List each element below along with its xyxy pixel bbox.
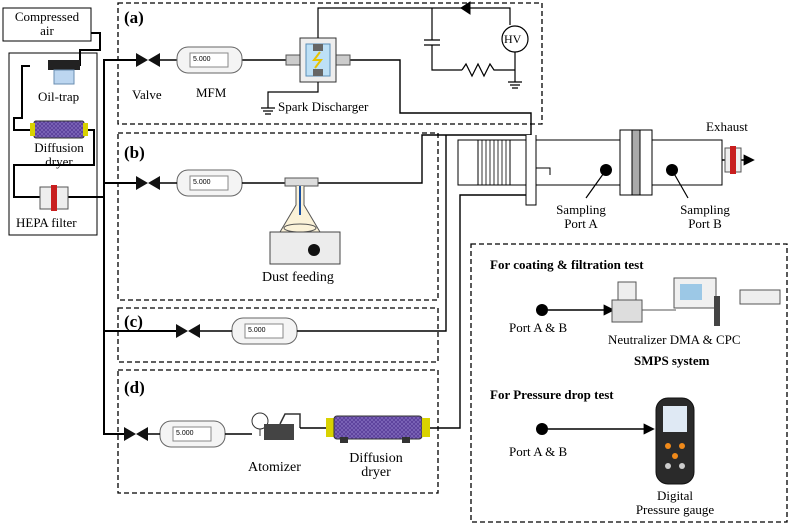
valve-a-icon bbox=[136, 53, 160, 67]
mfm-label: MFM bbox=[196, 85, 227, 100]
supply-dryer-icon bbox=[33, 120, 85, 139]
section-a-box bbox=[117, 2, 543, 125]
atomizer-icon bbox=[251, 412, 301, 440]
pressure-port-label: Port A & B bbox=[509, 444, 568, 459]
valve-d-icon bbox=[124, 427, 148, 441]
exhaust-label: Exhaust bbox=[706, 119, 748, 134]
section-c-letter: (c) bbox=[124, 312, 143, 331]
spark-discharger-icon bbox=[285, 37, 351, 83]
test-box bbox=[470, 243, 788, 523]
compressed-air-label: Compressed air bbox=[14, 9, 80, 38]
pressure-gauge-icon bbox=[655, 397, 695, 485]
valve-c-icon bbox=[176, 324, 200, 338]
port-b-label: Sampling Port B bbox=[680, 202, 730, 231]
dust-feeding-label: Dust feeding bbox=[262, 270, 334, 285]
section-a-letter: (a) bbox=[124, 8, 144, 27]
supply-box bbox=[8, 52, 98, 236]
coating-port-dot bbox=[536, 304, 548, 316]
mfm-b-icon bbox=[176, 169, 243, 197]
supply-dryer-label: Diffusion dryer bbox=[34, 140, 84, 169]
pressure-port-dot bbox=[536, 423, 548, 435]
compressed-air-box bbox=[2, 7, 92, 42]
oil-trap-label: Oil-trap bbox=[38, 89, 80, 104]
pressure-gauge-label: Digital Pressure gauge bbox=[635, 488, 715, 517]
section-d-letter: (d) bbox=[124, 378, 145, 397]
coating-port-label: Port A & B bbox=[509, 320, 568, 335]
hepa-filter-label: HEPA filter bbox=[16, 215, 77, 230]
section-b-letter: (b) bbox=[124, 143, 145, 162]
diode-icon bbox=[460, 1, 471, 15]
main-duct bbox=[457, 129, 723, 196]
exhaust-filter-icon bbox=[724, 146, 742, 174]
mfm-c-display: 5.000 bbox=[248, 327, 266, 334]
section-b-box bbox=[117, 132, 439, 301]
spark-discharger-label: Spark Discharger bbox=[278, 99, 369, 114]
diffusion-dryer-d-label: Diffusion dryer bbox=[349, 451, 403, 480]
atomizer-label: Atomizer bbox=[248, 460, 301, 475]
port-a-label: Sampling Port A bbox=[556, 202, 606, 231]
section-d-box bbox=[117, 369, 439, 494]
smps-instruments-icon bbox=[611, 277, 781, 326]
oil-trap-icon bbox=[48, 60, 80, 70]
mfm-c-icon bbox=[231, 317, 298, 345]
mfm-d-display: 5.000 bbox=[176, 430, 194, 437]
hv-source-icon bbox=[501, 25, 529, 53]
pressure-test-title: For Pressure drop test bbox=[490, 387, 614, 402]
dust-feeder-icon bbox=[269, 177, 341, 265]
hv-label: HV bbox=[504, 32, 522, 46]
mfm-a-icon bbox=[176, 46, 243, 74]
diffusion-dryer-d-icon bbox=[326, 415, 430, 443]
valve-label: Valve bbox=[132, 87, 162, 102]
coating-test-title: For coating & filtration test bbox=[490, 257, 644, 272]
instruments-label: Neutralizer DMA & CPC bbox=[608, 332, 741, 347]
smps-label: SMPS system bbox=[634, 353, 710, 368]
section-c-box bbox=[117, 307, 439, 363]
mfm-b-display: 5.000 bbox=[193, 179, 211, 186]
mfm-a-display: 5.000 bbox=[193, 56, 211, 63]
valve-b-icon bbox=[136, 176, 160, 190]
